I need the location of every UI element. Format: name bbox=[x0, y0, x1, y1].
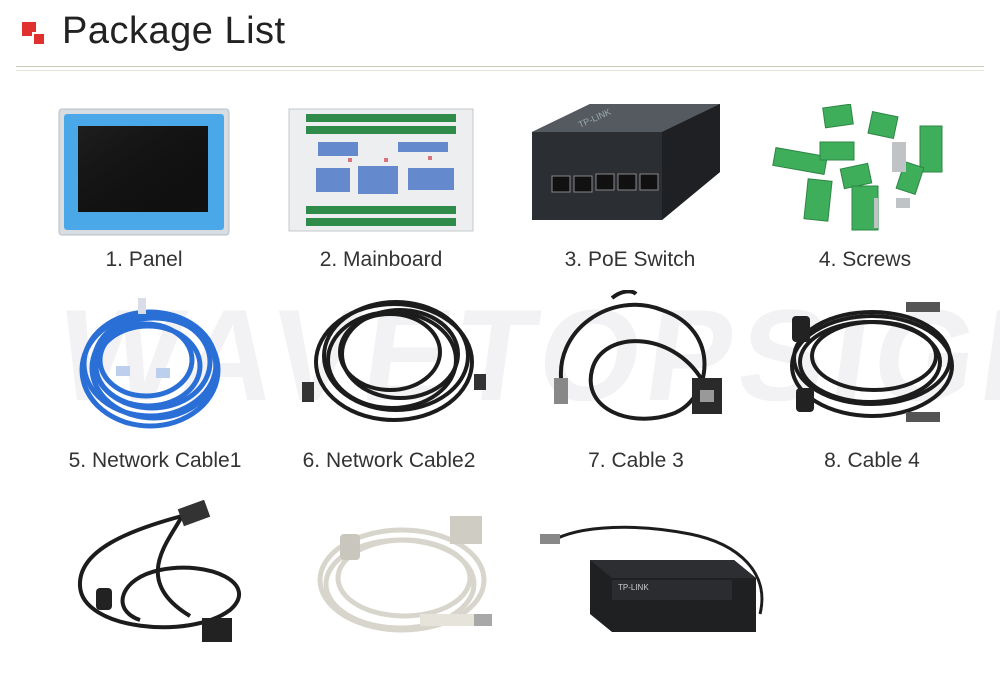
usb-white-cable-image bbox=[310, 514, 496, 644]
item-label-poe-switch: 3. PoE Switch bbox=[564, 248, 696, 271]
header-divider bbox=[16, 66, 984, 67]
title-mark-icon bbox=[22, 22, 46, 46]
mainboard-image bbox=[288, 108, 474, 232]
adapter-brand-text: TP-LINK bbox=[618, 583, 649, 592]
item-label-cable-3: 7. Cable 3 bbox=[588, 449, 684, 472]
network-cable-2-image bbox=[300, 292, 490, 428]
header-divider-secondary bbox=[16, 70, 984, 71]
power-adapter-image: TP-LINK bbox=[540, 514, 774, 644]
item-label-screws: 4. Screws bbox=[818, 248, 912, 271]
cable-3-image bbox=[552, 290, 732, 428]
item-label-mainboard: 2. Mainboard bbox=[319, 248, 443, 271]
panel-image bbox=[58, 108, 230, 236]
item-label-cable-4: 8. Cable 4 bbox=[824, 449, 920, 472]
page-header: Package List bbox=[0, 0, 1000, 80]
item-label-network-cable-2: 6. Network Cable2 bbox=[302, 449, 476, 472]
item-label-panel: 1. Panel bbox=[105, 248, 183, 271]
usb-cable-image bbox=[70, 500, 246, 648]
network-cable-1-image bbox=[76, 296, 226, 432]
page-title: Package List bbox=[62, 10, 286, 52]
item-label-network-cable-1: 5. Network Cable1 bbox=[68, 449, 242, 472]
cable-4-image bbox=[786, 296, 958, 430]
screws-image bbox=[770, 104, 948, 236]
poe-switch-image: TP-LINK bbox=[530, 102, 722, 228]
